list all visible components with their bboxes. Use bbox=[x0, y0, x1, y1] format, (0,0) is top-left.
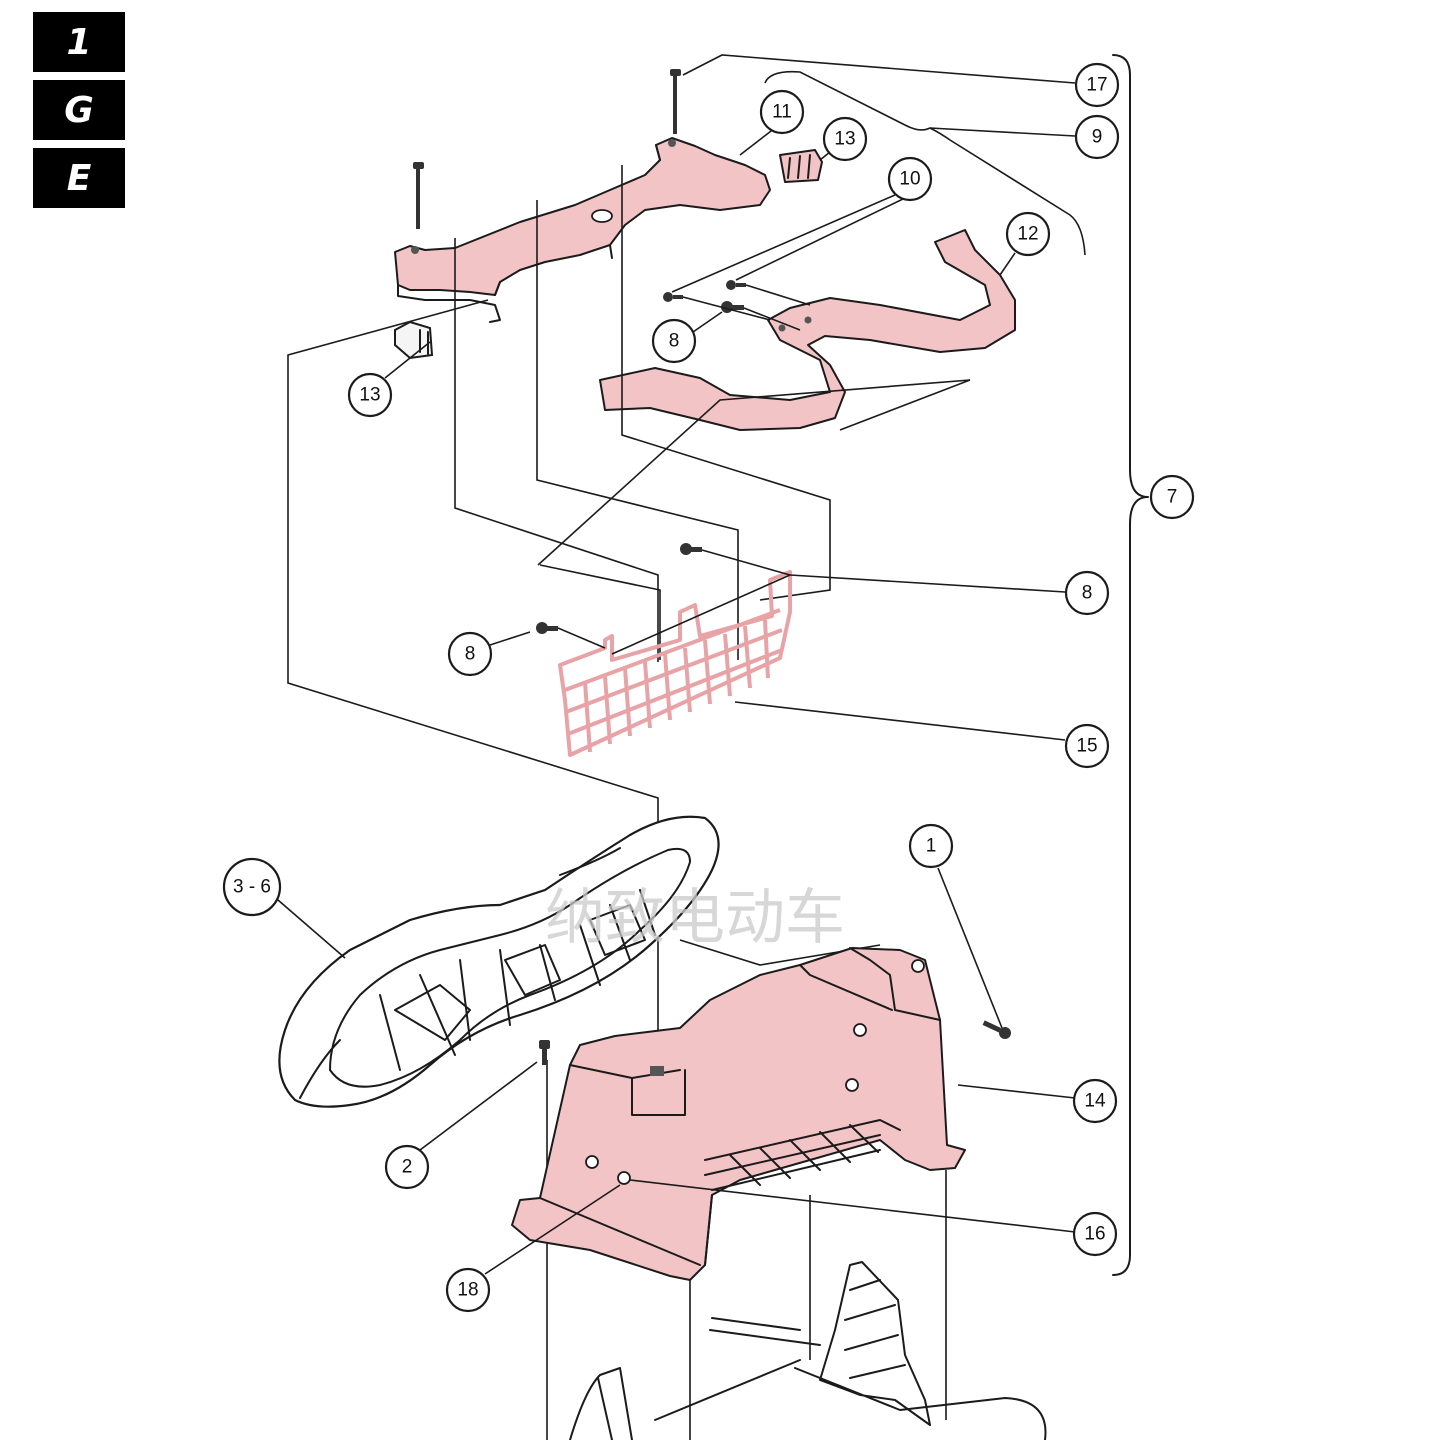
basket-part-15 bbox=[558, 570, 792, 757]
vehicle-frame-partial bbox=[569, 1261, 1047, 1440]
strap-part-12 bbox=[599, 229, 1016, 431]
leader-lines bbox=[277, 54, 1076, 1275]
callout-8-upper[interactable]: 8 bbox=[651, 318, 697, 364]
callout-18[interactable]: 18 bbox=[445, 1267, 491, 1313]
bolt-17-left bbox=[413, 162, 424, 229]
screw-8-basket-right bbox=[680, 543, 702, 555]
clip-13-right bbox=[779, 149, 823, 183]
bolt-17-upper bbox=[670, 69, 681, 134]
seat-base-part-3-6 bbox=[278, 815, 720, 1108]
svg-text:12: 12 bbox=[1017, 224, 1038, 245]
svg-text:1: 1 bbox=[926, 836, 937, 857]
section-tab-g[interactable]: G bbox=[33, 80, 125, 140]
callout-7[interactable]: 7 bbox=[1149, 474, 1195, 520]
guide-lines bbox=[287, 165, 971, 1440]
callout-8-left[interactable]: 8 bbox=[447, 631, 493, 677]
svg-text:18: 18 bbox=[457, 1280, 478, 1301]
section-tabs: 1 G E bbox=[33, 12, 125, 216]
callout-9[interactable]: 9 bbox=[1074, 114, 1120, 160]
callout-11[interactable]: 11 bbox=[759, 89, 805, 135]
callout-13-left[interactable]: 13 bbox=[347, 372, 393, 418]
svg-text:3 - 6: 3 - 6 bbox=[233, 877, 271, 898]
callout-10[interactable]: 10 bbox=[887, 156, 933, 202]
bracket-group-7 bbox=[1112, 54, 1149, 1276]
callout-1[interactable]: 1 bbox=[908, 823, 954, 869]
svg-text:13: 13 bbox=[834, 129, 855, 150]
body-part-14 bbox=[511, 947, 966, 1281]
callout-13-top[interactable]: 13 bbox=[822, 116, 868, 162]
callout-15[interactable]: 15 bbox=[1064, 723, 1110, 769]
callout-12[interactable]: 12 bbox=[1005, 211, 1051, 257]
callout-14[interactable]: 14 bbox=[1072, 1078, 1118, 1124]
svg-text:14: 14 bbox=[1084, 1091, 1106, 1112]
svg-text:8: 8 bbox=[465, 644, 476, 665]
svg-text:2: 2 bbox=[402, 1157, 413, 1178]
screw-8-strap bbox=[721, 301, 744, 313]
svg-text:15: 15 bbox=[1076, 736, 1097, 757]
section-tab-e[interactable]: E bbox=[33, 148, 125, 208]
svg-text:16: 16 bbox=[1084, 1224, 1105, 1245]
upper-support-part-11 bbox=[394, 137, 771, 323]
svg-text:9: 9 bbox=[1092, 127, 1103, 148]
screw-10-a bbox=[663, 292, 683, 302]
callout-17[interactable]: 17 bbox=[1074, 62, 1120, 108]
svg-text:8: 8 bbox=[1082, 583, 1093, 604]
screw-part-1 bbox=[982, 1020, 1011, 1039]
svg-text:17: 17 bbox=[1086, 75, 1107, 96]
svg-text:13: 13 bbox=[359, 385, 380, 406]
screw-8-basket-left bbox=[536, 622, 558, 634]
screw-10-b bbox=[726, 280, 746, 290]
callout-3-6[interactable]: 3 - 6 bbox=[222, 857, 282, 917]
section-tab-1[interactable]: 1 bbox=[33, 12, 125, 72]
bolt-part-2 bbox=[539, 1040, 550, 1065]
svg-text:8: 8 bbox=[669, 331, 680, 352]
callout-16[interactable]: 16 bbox=[1072, 1211, 1118, 1257]
callout-8-right[interactable]: 8 bbox=[1064, 570, 1110, 616]
callout-2[interactable]: 2 bbox=[384, 1144, 430, 1190]
watermark-text: 纳致电动车 bbox=[545, 883, 845, 953]
svg-text:10: 10 bbox=[899, 169, 920, 190]
clip-13-left bbox=[394, 320, 434, 360]
svg-text:11: 11 bbox=[772, 102, 792, 123]
svg-text:7: 7 bbox=[1167, 487, 1178, 508]
